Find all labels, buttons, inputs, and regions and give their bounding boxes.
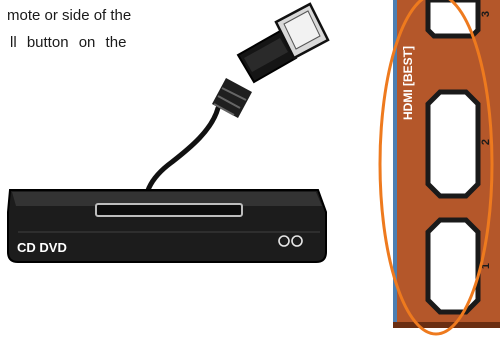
dvd-player-icon: CD DVD	[8, 190, 326, 262]
hdmi-cable-icon	[146, 4, 328, 212]
hdmi-port-3-number: 3	[480, 11, 492, 17]
hdmi-panel: HDMI [BEST] 3 2 1	[393, 0, 500, 328]
disc-slot	[96, 204, 242, 216]
dvd-player-label: CD DVD	[17, 240, 67, 255]
hdmi-panel-label: HDMI [BEST]	[401, 46, 415, 120]
hdmi-port-2[interactable]	[428, 92, 478, 196]
